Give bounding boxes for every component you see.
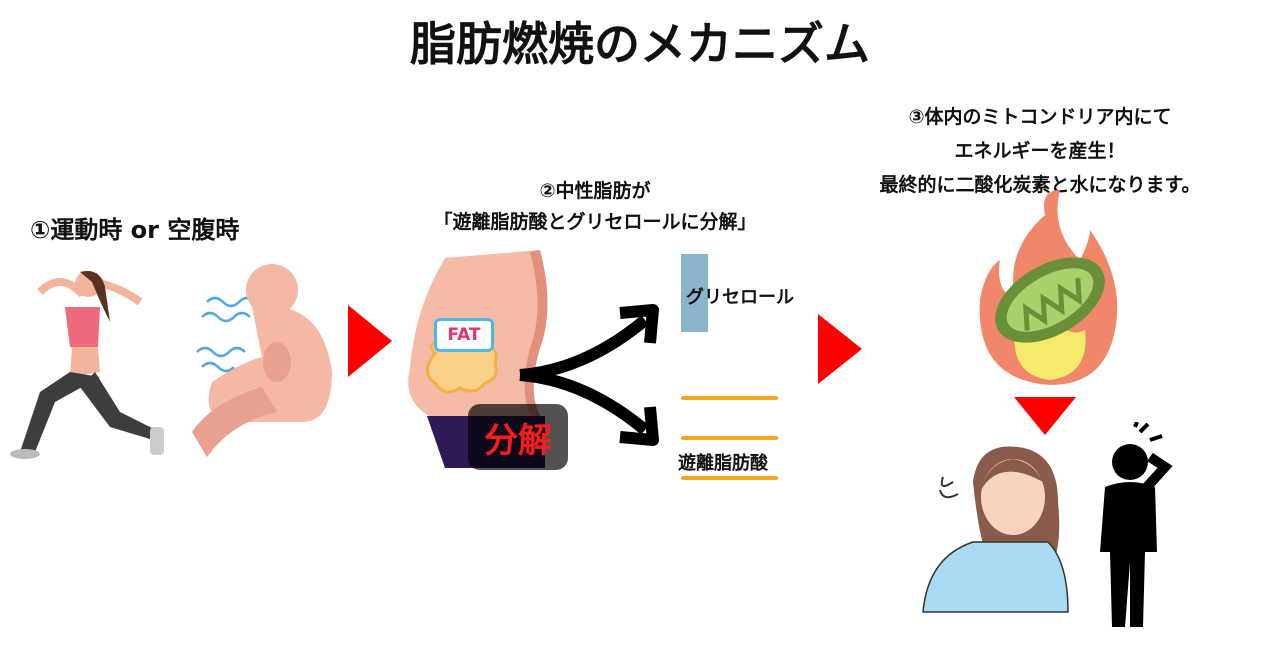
step3-line3: 最終的に二酸化炭素と水になります。 <box>879 174 1201 196</box>
fatty-acid-line <box>681 396 778 400</box>
step3-line1: ③体内のミトコンドリア内にて <box>908 106 1172 128</box>
down-arrow-icon <box>1014 397 1076 435</box>
fatty-acid-line <box>681 436 778 440</box>
relaxed-woman-illustration <box>922 446 1069 613</box>
glycerol-bar <box>681 254 708 332</box>
step3-description: ③体内のミトコンドリア内にて エネルギーを産生！ 最終的に二酸化炭素と水になりま… <box>820 100 1260 202</box>
glycerol-label: グリセロール <box>686 287 794 308</box>
split-arrows-icon <box>519 304 659 446</box>
step2-line2: 「遊離脂肪酸とグリセロールに分解」 <box>433 211 757 233</box>
exercising-woman-illustration <box>10 271 164 459</box>
fatty-acid-line <box>681 476 778 480</box>
fatty-acid-label: 遊離脂肪酸 <box>678 453 768 474</box>
hungry-person-illustration <box>192 264 332 457</box>
breakdown-badge: 分解 <box>468 404 568 470</box>
step3-line2: エネルギーを産生！ <box>954 140 1126 162</box>
fat-speech-bubble: FAT <box>434 318 494 352</box>
page-title: 脂肪燃焼のメカニズム <box>410 17 870 71</box>
step1-label: ①運動時 or 空腹時 <box>30 216 240 244</box>
next-arrow-2-icon <box>818 314 862 384</box>
step2-line1: ②中性脂肪が <box>539 180 651 202</box>
tired-man-silhouette <box>1100 422 1173 627</box>
step2-description: ②中性脂肪が 「遊離脂肪酸とグリセロールに分解」 <box>380 176 810 238</box>
next-arrow-1-icon <box>348 305 392 377</box>
mitochondria-fire-illustration <box>979 190 1118 385</box>
